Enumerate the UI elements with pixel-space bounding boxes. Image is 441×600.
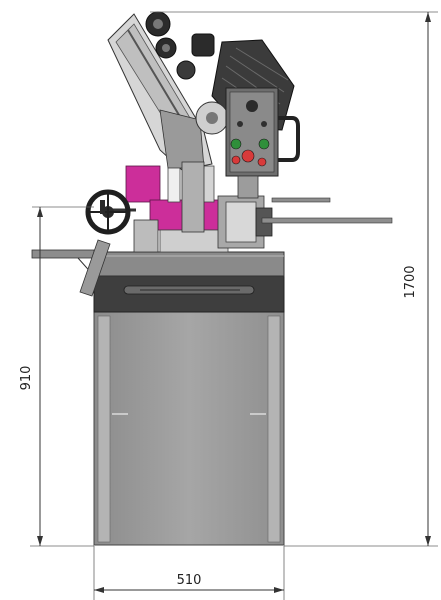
handwheel	[85, 189, 136, 235]
control-panel	[225, 87, 300, 177]
chip-drawer	[93, 275, 285, 313]
top-pulleys	[145, 11, 215, 80]
dim-label-1700: 1700	[403, 265, 418, 298]
dimension-510: 510	[93, 546, 285, 600]
table-top	[93, 251, 285, 277]
dim-label-910: 910	[19, 366, 34, 391]
dim-label-510: 510	[177, 573, 202, 588]
cabinet-stand	[93, 311, 285, 546]
dimension-910: 910	[19, 206, 94, 547]
column-post	[181, 161, 259, 233]
feed-rod	[261, 197, 393, 224]
left-support-arm	[31, 239, 111, 297]
saw-bow-arm	[107, 13, 213, 171]
dimension-1700: 1700	[150, 11, 438, 547]
